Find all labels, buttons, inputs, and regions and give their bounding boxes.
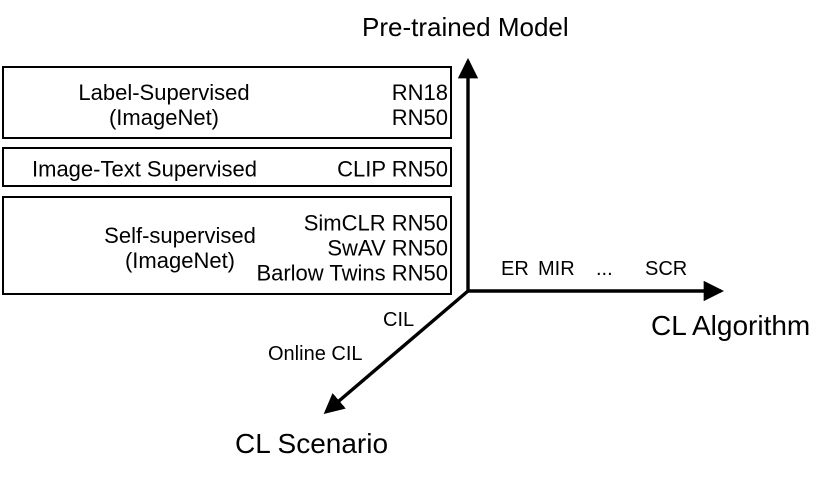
model-item: SwAV RN50 bbox=[327, 235, 448, 260]
model-item: SimCLR RN50 bbox=[303, 210, 448, 235]
model-item: RN18 bbox=[391, 79, 448, 105]
x-axis-label: CL Algorithm bbox=[651, 310, 811, 341]
y-axis-label: Pre-trained Model bbox=[362, 12, 569, 42]
x-tick-scr: SCR bbox=[645, 258, 688, 280]
model-item: Barlow Twins RN50 bbox=[256, 260, 448, 285]
z-axis-arrow bbox=[323, 289, 470, 414]
model-box-self-supervised: Self-supervised (ImageNet) SimCLR RN50 S… bbox=[2, 196, 452, 295]
box-models: SimCLR RN50 SwAV RN50 Barlow Twins RN50 bbox=[256, 210, 448, 285]
category-text: Image-Text Supervised bbox=[32, 156, 257, 182]
box-category: Self-supervised (ImageNet) bbox=[4, 223, 356, 273]
model-box-image-text-supervised: Image-Text Supervised CLIP RN50 bbox=[2, 147, 452, 187]
z-tick-cil: CIL bbox=[383, 309, 415, 331]
z-tick-online-cil: Online CIL bbox=[268, 343, 363, 365]
category-text: Self-supervised bbox=[104, 222, 256, 248]
x-tick-er: ER bbox=[501, 258, 529, 280]
z-axis-label: CL Scenario bbox=[235, 428, 389, 459]
x-tick-ellipsis: ... bbox=[596, 258, 613, 280]
dataset-text: (ImageNet) bbox=[124, 247, 236, 273]
box-category: Label-Supervised (ImageNet) bbox=[4, 80, 324, 130]
box-models: RN18 RN50 bbox=[392, 80, 448, 130]
category-text: Label-Supervised bbox=[78, 79, 250, 105]
x-tick-mir: MIR bbox=[538, 258, 575, 280]
model-box-label-supervised: Label-Supervised (ImageNet) RN18 RN50 bbox=[2, 66, 452, 139]
box-models: CLIP RN50 bbox=[337, 157, 448, 182]
box-category: Image-Text Supervised bbox=[32, 157, 257, 182]
model-item: RN50 bbox=[391, 104, 448, 130]
model-item: CLIP RN50 bbox=[337, 156, 448, 182]
dataset-text: (ImageNet) bbox=[108, 104, 220, 130]
